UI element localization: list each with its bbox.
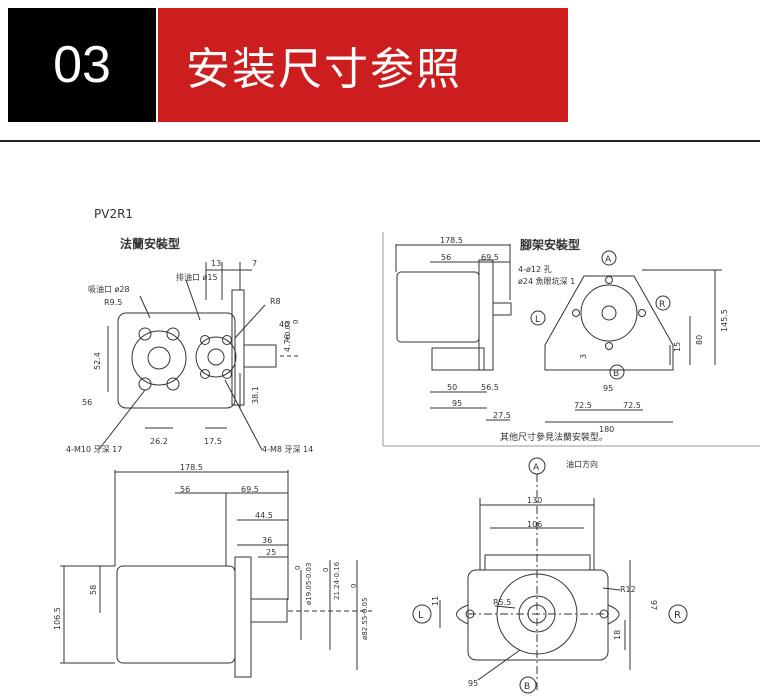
dim-106-5: 106.5	[53, 607, 62, 630]
side-view: 178.5 56 69.5 44.5 36 25 58 106.5 0 ø19.…	[53, 463, 372, 678]
dim-key-21-24: 21.24-0.16	[333, 561, 341, 600]
dim-pilot-82-55: ø82.55-0.05	[361, 598, 369, 640]
dim-shaft-19-05: ø19.05-0.03	[305, 563, 313, 605]
dim-25: 25	[266, 548, 276, 557]
flange-view-title: 法蘭安裝型	[120, 236, 180, 251]
tol-zero-c: 0	[350, 584, 358, 588]
marker-R: R	[674, 610, 681, 621]
section-title: 安装尺寸参照	[158, 8, 568, 122]
front-view: A 油口方向 L R B 130 106 R12 R5.5 11 97 18 9…	[412, 457, 688, 694]
dim-178-5: 178.5	[440, 236, 463, 245]
marker-L: L	[418, 610, 424, 621]
inlet-direction-label: 油口方向	[566, 459, 598, 469]
dim-3: 3	[579, 354, 588, 359]
flange-mount-view: 法蘭安裝型 排油口 ø15 吸油口 ø28 13 7 R9.5 R8 40	[66, 236, 313, 454]
dim-36: 36	[262, 536, 272, 545]
dim-13: 13	[211, 259, 221, 268]
dim-145-5: 145.5	[720, 309, 729, 332]
discharge-label: 排油口 ø15	[176, 272, 218, 282]
foot-view-note: 其他尺寸參見法蘭安裝型。	[500, 431, 608, 443]
dim-130: 130	[527, 496, 542, 505]
shaft-outline	[243, 344, 277, 368]
section-number: 03	[8, 8, 156, 122]
suction-port-flange	[131, 330, 187, 386]
dim-56: 56	[180, 485, 190, 494]
dim-4-76: 4.76	[283, 334, 292, 352]
dim-180: 180	[599, 425, 614, 434]
dim-95: 95	[452, 399, 462, 408]
dim-27-5: 27.5	[493, 411, 511, 420]
dim-38-1: 38.1	[251, 386, 260, 404]
dim-56: 56	[82, 398, 92, 407]
marker-L: L	[535, 315, 540, 325]
model-label: PV2R1	[94, 207, 133, 221]
dim-56: 56	[441, 253, 451, 262]
pump-body-outline	[117, 312, 236, 409]
suction-port-bore	[147, 346, 171, 370]
tol-zero-b: 0	[322, 568, 330, 572]
dim-r5-5: R5.5	[493, 598, 511, 607]
dim-58: 58	[89, 585, 98, 595]
dim-17-5: 17.5	[204, 437, 222, 446]
tol-zero: 0	[292, 320, 300, 324]
counterbore-label: ø24 魚眼坑深 1	[518, 276, 575, 286]
dim-11: 11	[431, 596, 440, 606]
foot-view-title: 腳架安裝型	[520, 237, 580, 252]
header-divider	[0, 140, 760, 142]
dim-72-5-right: 72.5	[623, 401, 641, 410]
dim-50: 50	[447, 383, 457, 392]
discharge-port-bore	[207, 348, 225, 366]
section-header: 03 安装尺寸参照	[0, 0, 760, 128]
dim-97: 97	[649, 600, 658, 610]
dim-69-5: 69.5	[241, 485, 259, 494]
thread-m8-label: 4-M8 牙深 14	[262, 445, 313, 454]
dim-80: 80	[695, 335, 704, 345]
dim-72-5-left: 72.5	[574, 401, 592, 410]
dim-56-5: 56.5	[481, 383, 499, 392]
foot-mount-view: 腳架安裝型 A L R B 178.5 56	[382, 232, 760, 447]
tol-plus: +0.03	[284, 321, 292, 342]
dim-69-5: 69.5	[481, 253, 499, 262]
dim-26-2: 26.2	[150, 437, 168, 446]
dim-95-hole: 95	[603, 384, 613, 393]
marker-R: R	[659, 300, 665, 310]
dim-7: 7	[252, 259, 257, 268]
suction-label: 吸油口 ø28	[88, 284, 130, 294]
dim-18: 18	[613, 630, 622, 640]
dim-44-5: 44.5	[255, 511, 273, 520]
dim-106: 106	[527, 520, 542, 529]
hole-label: 4-ø12 孔	[518, 265, 552, 274]
dim-r9-5: R9.5	[104, 298, 122, 307]
marker-A: A	[533, 463, 540, 473]
marker-B: B	[524, 682, 530, 692]
dim-r12: R12	[620, 585, 636, 594]
dim-95: 95	[468, 679, 478, 688]
discharge-port-flange	[195, 336, 237, 378]
dim-52-4: 52.4	[93, 352, 102, 370]
marker-B: B	[613, 369, 619, 379]
dim-15: 15	[673, 342, 682, 352]
dim-178-5: 178.5	[180, 463, 203, 472]
marker-A: A	[605, 255, 612, 265]
thread-m10-label: 4-M10 牙深 17	[66, 445, 122, 454]
dim-r8: R8	[270, 297, 281, 306]
tol-zero-a: 0	[294, 566, 302, 570]
dim-40: 40	[279, 320, 289, 329]
